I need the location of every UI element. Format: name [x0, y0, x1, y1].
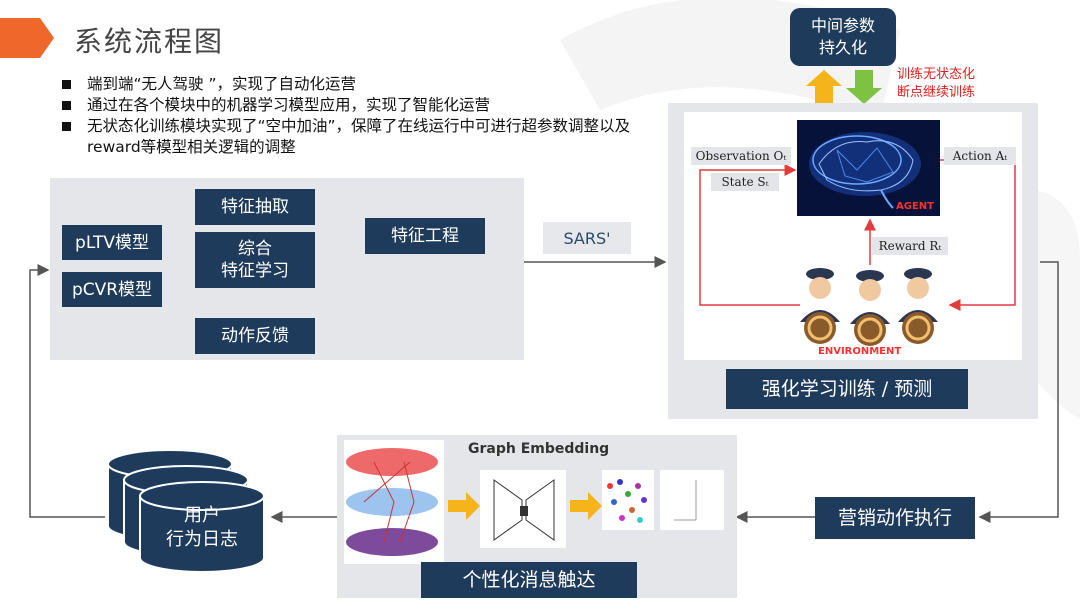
embedding-scatter-image	[602, 470, 654, 530]
stateless-training-note: 训练无状态化 断点继续训练	[897, 67, 976, 100]
agent-label: AGENT	[896, 201, 934, 212]
rl-training-title-box: 强化学习训练 / 预测	[726, 369, 968, 409]
page-title: 系统流程图	[74, 25, 225, 58]
right-arrow-icon	[570, 492, 602, 520]
brain-icon	[809, 132, 921, 209]
bullet-item: 端到端“无人驾驶 ”，实现了自动化运营	[60, 74, 660, 95]
right-arrow-icon	[448, 492, 480, 520]
personalized-message-box: 个性化消息触达	[421, 562, 637, 598]
output-plot-image	[660, 470, 724, 530]
pltv-model-box: pLTV模型	[62, 225, 162, 260]
bullet-square-icon	[62, 80, 71, 89]
reward-label: Reward Rₜ	[872, 237, 948, 255]
autoencoder-image	[480, 470, 566, 548]
database-icon	[107, 449, 265, 572]
comprehensive-feature-learning-box: 综合 特征学习	[195, 232, 315, 288]
figure-icon	[898, 268, 938, 344]
params-persistence-box: 中间参数 持久化	[790, 8, 896, 66]
bullet-item: 通过在各个模块中的机器学习模型应用，实现了智能化运营	[60, 95, 660, 116]
feature-engineering-box: 特征工程	[365, 218, 485, 254]
bullet-item: 无状态化训练模块实现了“空中加油”，保障了在线运行中可进行超参数调整以及rewa…	[60, 116, 660, 158]
bullet-square-icon	[62, 122, 71, 131]
graph-embedding-illustration	[344, 440, 724, 564]
sars-label: SARS'	[543, 222, 631, 254]
observation-label: Observation Oₜ	[691, 147, 791, 165]
user-behavior-log-label: 用户 行为日志	[166, 505, 238, 550]
marketing-action-box: 营销动作执行	[815, 497, 975, 539]
environment-figures-image	[800, 268, 938, 346]
state-label: State Sₜ	[711, 173, 779, 191]
figure-icon	[850, 270, 890, 346]
action-label: Action Aₜ	[944, 147, 1016, 165]
graph-layers-image	[344, 440, 444, 564]
down-arrow-icon	[846, 70, 882, 104]
up-arrow-icon	[806, 70, 842, 104]
environment-label: ENVIRONMENT	[818, 346, 902, 357]
bullet-list: 端到端“无人驾驶 ”，实现了自动化运营 通过在各个模块中的机器学习模型应用，实现…	[60, 74, 660, 158]
agent-brain-image: AGENT	[797, 120, 940, 216]
pcvr-model-box: pCVR模型	[62, 272, 162, 307]
graph-embedding-title: Graph Embedding	[468, 441, 610, 457]
action-feedback-box: 动作反馈	[195, 318, 315, 354]
figure-icon	[800, 268, 840, 344]
feature-extraction-box: 特征抽取	[195, 189, 315, 225]
title-arrow-icon	[0, 18, 54, 58]
bullet-square-icon	[62, 101, 71, 110]
